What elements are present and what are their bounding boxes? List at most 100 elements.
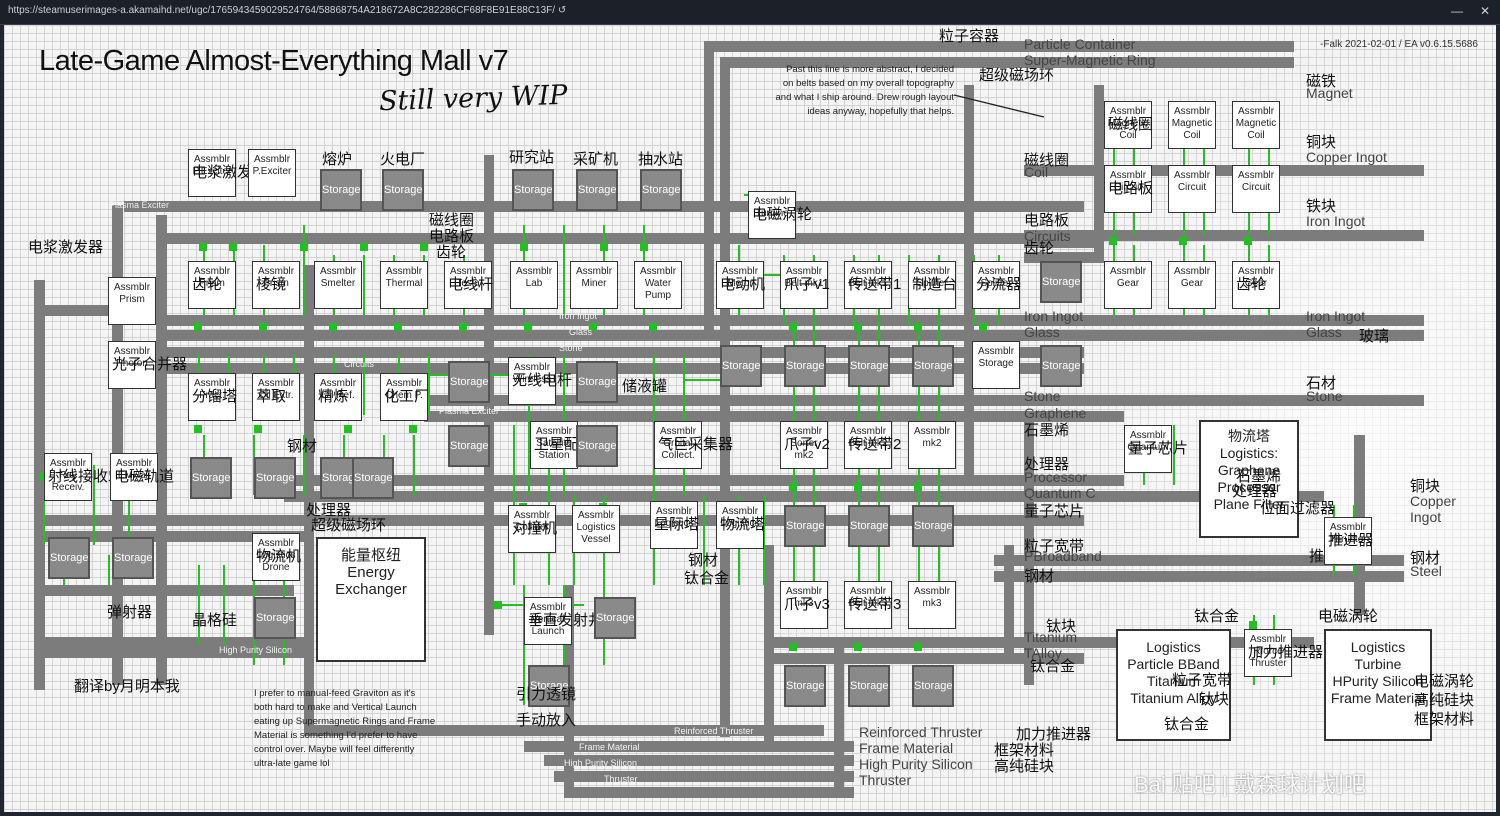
logistics-en: Turbine bbox=[1354, 656, 1402, 672]
assembler-type: Assmblr bbox=[1129, 430, 1167, 441]
assembler-recipe: Magnetic Coil bbox=[1235, 118, 1277, 141]
storage-box: Storage bbox=[528, 665, 570, 707]
bottom-cn: 高纯硅块 bbox=[994, 758, 1055, 775]
inserter bbox=[640, 243, 648, 251]
belt-label: Stone bbox=[559, 343, 583, 353]
assembler-type: Assmblr bbox=[655, 506, 693, 517]
storage-box: Storage bbox=[912, 665, 954, 707]
belt-cn: 钛合金 bbox=[1030, 658, 1076, 675]
belt-line bbox=[164, 233, 1084, 244]
label-cn: 电路板 bbox=[429, 228, 475, 245]
assembler-type: Assmblr bbox=[575, 266, 613, 277]
assembler-type: Assmblr bbox=[785, 266, 823, 277]
belt-label: Iron Ingot bbox=[559, 311, 598, 321]
belt-line bbox=[112, 205, 123, 685]
assembler-cn-label: 传送带1 bbox=[848, 276, 902, 293]
far-cn: 石材 bbox=[1306, 375, 1337, 392]
belt-line bbox=[994, 571, 1084, 582]
belt-label: High Purity Silicon bbox=[219, 645, 293, 655]
inserter bbox=[199, 243, 207, 251]
assembler-recipe: Tesla bbox=[456, 278, 480, 289]
label-cn: 钢材 bbox=[287, 438, 318, 455]
inserter bbox=[789, 643, 797, 651]
label-cn: 储液罐 bbox=[622, 378, 668, 395]
energy-exchanger-box: 能量枢纽 Energy Exchanger bbox=[316, 537, 426, 662]
inserter bbox=[789, 323, 797, 331]
inserter bbox=[854, 323, 862, 331]
belt-label: Supermag Ring bbox=[314, 518, 377, 528]
storage-box: Storage bbox=[912, 505, 954, 547]
label-cn: 高纯硅块 bbox=[1414, 692, 1475, 709]
assembler-type: Assmblr bbox=[913, 586, 951, 597]
belt-line bbox=[1024, 230, 1424, 241]
belt-line bbox=[34, 647, 304, 658]
far-cn: 铜块 bbox=[1306, 134, 1337, 151]
assembler-recipe: Logistics Drone bbox=[256, 550, 296, 573]
far-en: Glass bbox=[1306, 324, 1342, 340]
belt-line bbox=[1004, 545, 1014, 655]
assembler-recipe: Quantum bbox=[1127, 442, 1169, 453]
assembler-cn-label: 物流机 bbox=[256, 548, 302, 565]
far-cn: 铁块 bbox=[1306, 198, 1337, 215]
assembler-recipe: Gear bbox=[1244, 278, 1268, 289]
assembler-recipe: Circuit bbox=[1241, 182, 1271, 193]
assembler-type: Assmblr bbox=[1329, 522, 1367, 533]
inserter bbox=[1179, 237, 1187, 245]
watermark: Bai 贴吧 | 戴森球计划吧 bbox=[1134, 772, 1366, 797]
energy-cn: 能量枢纽 bbox=[340, 547, 401, 564]
assembler-recipe: Splitter bbox=[916, 278, 948, 289]
note-line: on belts based on my overall topography bbox=[782, 78, 954, 89]
belt-line bbox=[994, 555, 1084, 566]
belt-label: Plasma Exciter bbox=[109, 200, 170, 210]
assembler-recipe: Sorter mk2 bbox=[790, 438, 818, 461]
far-en: Copper Ingot bbox=[1410, 493, 1456, 525]
assembler-cn-label: 电动机 bbox=[720, 276, 766, 293]
belt-label: Frame Material bbox=[579, 742, 640, 752]
assembler-cn-label: 气巨采集器 bbox=[658, 436, 734, 453]
assembler-cn-label: 分流器 bbox=[976, 276, 1022, 293]
assembler-recipe: Lab bbox=[525, 278, 543, 289]
assembler-recipe: Ray Receiv. bbox=[51, 470, 85, 493]
storage-box: Storage bbox=[848, 505, 890, 547]
belt-cn: 超级磁场环 bbox=[979, 67, 1055, 84]
storage-box: Storage bbox=[848, 345, 890, 387]
assembler-cn-label: 光子合并器 bbox=[112, 356, 188, 373]
note-line: both hard to make and Vertical Launch bbox=[254, 702, 417, 713]
note-line: eating up Supermagnetic Rings and Frame bbox=[254, 716, 436, 727]
close-icon[interactable]: ✕ bbox=[1479, 4, 1491, 18]
belt-line bbox=[1024, 315, 1424, 326]
assembler-cn-label: 化工厂 bbox=[384, 388, 430, 405]
assembler-cn-label: 制造台 bbox=[912, 276, 958, 293]
belt-line bbox=[1084, 571, 1404, 582]
belt-line bbox=[704, 41, 714, 341]
assembler-type: Assmblr bbox=[385, 266, 423, 277]
label-cn: 火电厂 bbox=[380, 151, 426, 168]
storage-box: Storage bbox=[720, 345, 762, 387]
inserter bbox=[494, 601, 502, 609]
inserter bbox=[789, 483, 797, 491]
minimize-icon[interactable]: — bbox=[1451, 4, 1463, 18]
subtitle: Still very WIP bbox=[378, 79, 568, 118]
url-text[interactable]: https://steamuserimages-a.akamaihd.net/u… bbox=[8, 5, 567, 16]
logistics-box-2: Logistics Particle BBand Titanium Titani… bbox=[1116, 629, 1231, 741]
assembler-recipe: EMRail bbox=[117, 470, 151, 481]
belt-line bbox=[34, 515, 1084, 526]
assembler-type: Assmblr bbox=[785, 426, 823, 437]
belt-line bbox=[1084, 555, 1404, 566]
logistics-box-1: 物流塔 Logistics: Graphene Processor Plane … bbox=[1199, 420, 1299, 538]
far-en: Copper Ingot bbox=[1306, 149, 1387, 165]
belt-cn: 石墨烯 bbox=[1024, 422, 1070, 439]
belt-label: Thruster bbox=[604, 774, 638, 784]
inserter bbox=[854, 643, 862, 651]
storage-box: Storage bbox=[254, 597, 296, 639]
assembler-type: Assmblr bbox=[1173, 266, 1211, 277]
label-cn: 钛块 bbox=[1199, 691, 1230, 708]
assembler-recipe: Orbital Collect. bbox=[661, 438, 695, 461]
